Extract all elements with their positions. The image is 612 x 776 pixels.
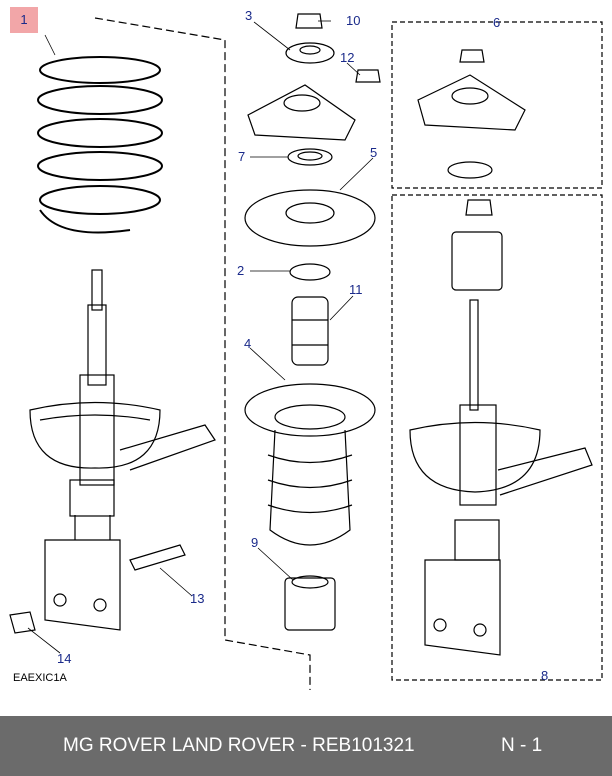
bolt <box>129 544 186 571</box>
nut-14 <box>9 611 36 634</box>
nut-12 <box>355 69 381 83</box>
coil-spring <box>37 56 163 234</box>
assembly-dash-line <box>94 17 311 690</box>
upper-mount <box>247 84 356 141</box>
lower-bush <box>284 577 336 631</box>
dust-gaiter <box>244 383 376 546</box>
callout-8: 8 <box>541 668 549 683</box>
spacer-washer <box>289 263 331 281</box>
leader-lines <box>27 20 374 654</box>
callout-7: 7 <box>238 149 246 164</box>
upper-mount-6 <box>417 74 526 131</box>
callout-6: 6 <box>493 15 501 30</box>
nut-8 <box>465 199 493 216</box>
callout-1: 1 <box>10 7 38 33</box>
group-6-frame <box>391 21 603 189</box>
callout-12: 12 <box>340 50 355 65</box>
bump-stop <box>291 296 329 366</box>
exploded-parts-diagram <box>9 13 603 690</box>
callout-3: 3 <box>245 8 253 23</box>
bush-8 <box>451 231 503 291</box>
strut-assembly-left <box>29 269 216 631</box>
reference-code: EAEXIC1A <box>13 672 67 684</box>
top-nut <box>295 13 323 29</box>
callout-11: 11 <box>349 282 363 297</box>
footer-sheet-number: N - 1 <box>501 735 543 756</box>
upper-seat <box>285 42 335 64</box>
callout-4: 4 <box>244 336 252 351</box>
callout-5: 5 <box>370 145 378 160</box>
spring-seat <box>244 189 376 247</box>
group-8-frame <box>391 194 603 681</box>
callout-10: 10 <box>346 13 361 28</box>
callout-13: 13 <box>190 591 205 606</box>
strut-assembly-right <box>409 299 593 656</box>
bearing-6 <box>447 161 493 179</box>
footer-title: MG ROVER LAND ROVER - REB101321 <box>63 735 415 756</box>
footer-bar: MG ROVER LAND ROVER - REB101321 N - 1 <box>0 716 612 776</box>
callout-9: 9 <box>251 535 259 550</box>
callout-14: 14 <box>57 651 72 666</box>
callout-2: 2 <box>237 263 245 278</box>
nut-6 <box>459 49 485 63</box>
